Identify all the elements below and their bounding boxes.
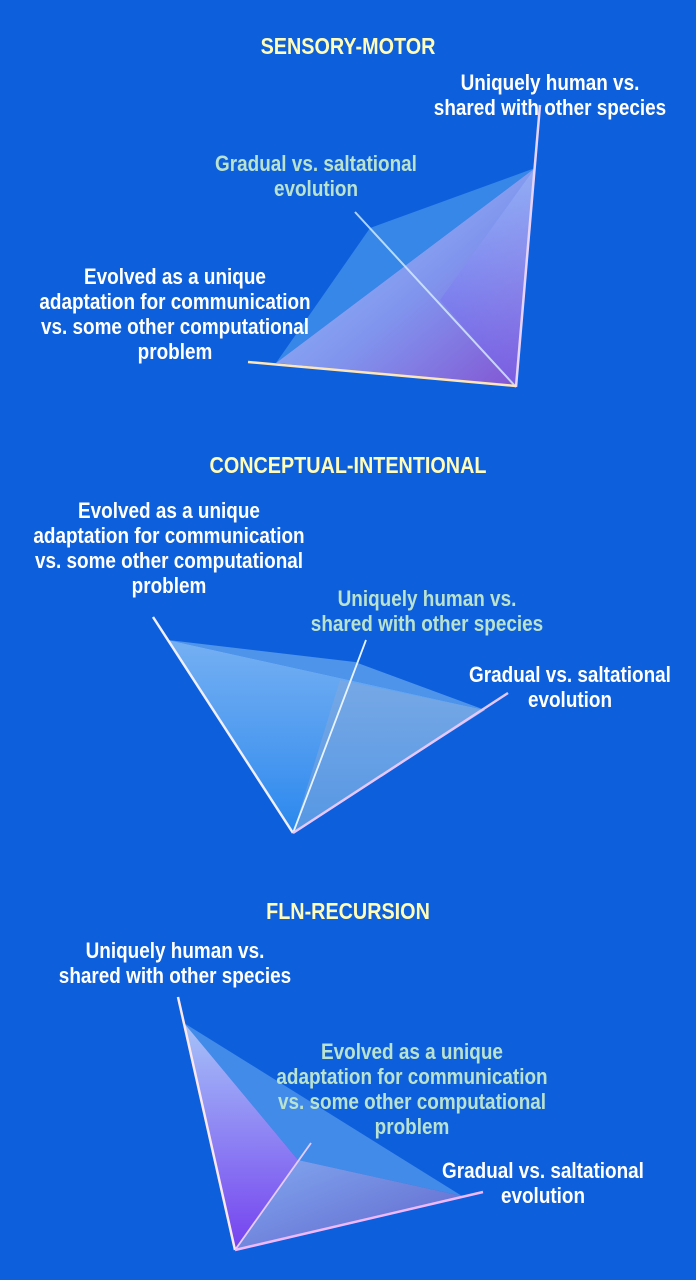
label-line: adaptation for communication (276, 1064, 548, 1089)
label-line: Gradual vs. saltational (215, 151, 417, 176)
panel-title-conceptual-intentional: CONCEPTUAL-INTENTIONAL (209, 452, 487, 478)
label-line: evolution (273, 176, 359, 201)
label-uniqueness: Uniquely human vs. shared with other spe… (404, 70, 696, 120)
label-uniqueness: Uniquely human vs. shared with other spe… (281, 586, 573, 636)
label-line: vs. some other computational (34, 548, 304, 573)
label-line: shared with other species (433, 95, 667, 120)
gradual-axis (354, 211, 517, 388)
label-line: Uniquely human vs. (337, 586, 517, 611)
label-gradual: Gradual vs. saltational evolution (414, 1158, 672, 1208)
gradual-axis (234, 1142, 312, 1251)
label-adaptation: Evolved as a unique adaptation for commu… (19, 498, 320, 598)
label-gradual: Gradual vs. saltational evolution (187, 151, 445, 201)
label-line: evolution (527, 687, 613, 712)
right-face (293, 680, 485, 833)
adaptation-axis (247, 360, 517, 388)
label-line: Gradual vs. saltational (442, 1158, 644, 1183)
label-gradual: Gradual vs. saltational evolution (441, 662, 696, 712)
gradual-axis (292, 691, 509, 835)
label-line: adaptation for communication (33, 523, 305, 548)
label-line: Gradual vs. saltational (469, 662, 671, 687)
front-face (168, 640, 485, 833)
label-line: Uniquely human vs. (85, 938, 265, 963)
label-line: vs. some other computational (277, 1089, 547, 1114)
label-uniqueness: Uniquely human vs. shared with other spe… (29, 938, 321, 988)
label-line: shared with other species (58, 963, 292, 988)
label-line: problem (131, 573, 207, 598)
label-adaptation: Evolved as a unique adaptation for commu… (25, 264, 326, 364)
back-face (184, 1023, 462, 1196)
label-line: adaptation for communication (39, 289, 311, 314)
label-line: shared with other species (310, 611, 544, 636)
panel-title-sensory-motor: SENSORY-MOTOR (260, 33, 436, 59)
left-face (184, 1023, 298, 1250)
bottom-face (235, 1160, 462, 1250)
uniqueness-axis (176, 996, 237, 1251)
panel-title-fln-recursion: FLN-RECURSION (266, 898, 430, 924)
label-line: Uniquely human vs. (460, 70, 640, 95)
adaptation-axis (234, 1190, 484, 1252)
conceptual-intentional-pyramid (151, 616, 509, 835)
uniqueness-axis (292, 639, 367, 834)
adaptation-axis (151, 616, 295, 834)
label-line: problem (374, 1114, 450, 1139)
label-adaptation: Evolved as a unique adaptation for commu… (262, 1039, 563, 1139)
label-line: evolution (500, 1183, 586, 1208)
label-line: Evolved as a unique (321, 1039, 503, 1064)
label-line: Evolved as a unique (78, 498, 260, 523)
sensory-motor-pyramid (247, 104, 542, 388)
label-line: vs. some other computational (40, 314, 310, 339)
label-line: Evolved as a unique (84, 264, 266, 289)
label-line: problem (137, 339, 213, 364)
uniqueness-axis (514, 104, 542, 388)
side-face (440, 168, 535, 387)
fln-recursion-pyramid (176, 996, 484, 1252)
